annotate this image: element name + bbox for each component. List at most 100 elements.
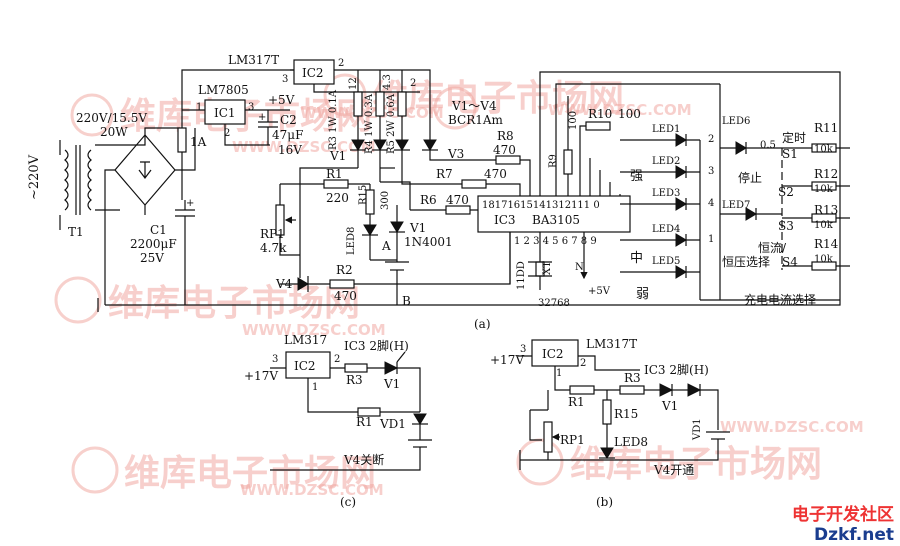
r9-resistor [563, 149, 573, 175]
stop-label: 停止 [738, 170, 762, 185]
ic2-label: IC2 [302, 66, 324, 80]
ba3105-label: BA3105 [532, 213, 580, 227]
transformer-primary [64, 149, 69, 211]
r13-label: R13 [814, 203, 838, 217]
b-v1-thyristor [659, 383, 674, 397]
diagram-c: LM317 IC2 3 2 1 +17V R3 R1 IC3 2脚(H) V1 … [244, 333, 432, 509]
b-led8-diode [600, 447, 614, 459]
v1-label: V1 [329, 149, 346, 163]
svg-text:维库电子市场网: 维库电子市场网 [108, 283, 360, 324]
transformer-label: T1 [68, 225, 84, 239]
c-r1-label: R1 [356, 415, 373, 429]
v2-thyristor [373, 139, 387, 151]
watermark-2: 维库电子市场网 WWW.DZSC.COM [300, 73, 624, 122]
watermark-4: 维库电子市场网 WWW.DZSC.COM [54, 276, 386, 339]
middle-label: 中 [630, 251, 643, 266]
b-vd1-diode [687, 383, 702, 397]
c2-label: C2 [280, 113, 297, 127]
transformer-secondary [87, 149, 92, 211]
svg-text:0.5: 0.5 [760, 140, 776, 151]
led6-diode [735, 141, 747, 155]
freq-label: 32768 [538, 298, 570, 309]
node-a-label: A [381, 239, 391, 253]
watermark-group: 维库电子市场网 WWW.DZSC.COM 维库电子市场网 WWW.DZSC.CO… [54, 73, 864, 499]
b-plus17-label: +17V [490, 353, 524, 367]
led3-label: LED3 [652, 188, 680, 199]
r8-resistor [495, 155, 521, 165]
r8-value: 470 [493, 143, 516, 157]
r1-resistor [323, 179, 349, 189]
r10-value: 100 [618, 107, 641, 121]
v3-thyristor [423, 139, 437, 151]
weak-label: 弱 [636, 287, 649, 302]
s1-label: S1 [782, 147, 798, 161]
strong-label: 强 [630, 169, 643, 184]
v1v4-label: V1～V4 [451, 99, 497, 113]
watermark-5: 维库电子市场网 WWW.DZSC.COM [71, 446, 384, 499]
r4-value: 4.3 [382, 74, 393, 90]
c1-voltage: 25V [140, 251, 164, 265]
watermark-3: WWW.DZSC.COM [433, 86, 692, 130]
c-v4off-label: V4关断 [343, 452, 384, 467]
led2-label: LED2 [652, 156, 680, 167]
svg-text:1: 1 [708, 234, 714, 245]
b-vd1-label: VD1 [692, 418, 703, 441]
r6-value: 470 [446, 193, 469, 207]
c1-label: C1 [150, 223, 167, 237]
plus5v-label: +5V [268, 93, 295, 107]
r7-label: R7 [436, 167, 453, 181]
led6-label: LED6 [722, 116, 750, 127]
b-r3-resistor [619, 385, 645, 395]
timer-label: 定时 [782, 130, 806, 145]
b-r1-label: R1 [568, 395, 585, 409]
b-r1-resistor [569, 385, 595, 395]
diagram-b: IC2 LM317T +17V 3 2 1 R1 R3 IC3 2脚(H) V1… [490, 337, 730, 509]
svg-text:10k: 10k [814, 144, 834, 155]
v3-thyristor-a [395, 139, 409, 151]
svg-text:+: + [258, 112, 266, 123]
brand-logo[interactable]: 电子开发社区 Dzkf.net [792, 504, 894, 545]
led3-diode [675, 197, 687, 211]
switch-bank: 定时 停止 恒流/ 恒压选择 S1 S2 S3 S4 R11 10k R12 1… [700, 121, 850, 307]
fuse-label: 1A [190, 135, 207, 149]
ic1-label: IC1 [214, 106, 236, 120]
svg-text:1: 1 [312, 382, 318, 393]
r3-resistor [353, 91, 363, 117]
svg-text:WWW.DZSC.COM: WWW.DZSC.COM [242, 321, 386, 339]
led1-label: LED1 [652, 124, 680, 135]
r2-label: R2 [336, 263, 353, 277]
plus5v-b-label: +5V [588, 286, 611, 297]
b-v4on-label: V4开通 [653, 463, 694, 477]
lm7805-label: LM7805 [198, 83, 249, 97]
b-r15-label: R15 [614, 407, 638, 421]
diode-label: 1N4001 [404, 235, 453, 249]
led2-diode [675, 165, 687, 179]
r6-label: R6 [420, 193, 437, 207]
c2-value: 47μF [272, 128, 303, 142]
svg-text:4: 4 [708, 198, 714, 209]
r5-label: R5 2W 0.6A [386, 93, 397, 154]
fuse-1a [177, 127, 187, 153]
c-ic3pin-label: IC3 2脚(H) [344, 338, 409, 353]
svg-text:1: 1 [196, 102, 202, 113]
b-ic2-label: IC2 [542, 347, 564, 361]
r15-value: 300 [380, 191, 391, 210]
svg-text:维库电子市场网: 维库电子市场网 [124, 453, 376, 494]
s3-label: S3 [778, 219, 794, 233]
s2-label: S2 [778, 185, 794, 199]
r11-label: R11 [814, 121, 838, 135]
r4-label: R4 1W 0.3A [364, 93, 375, 154]
mode2-label: 恒压选择 [722, 255, 770, 269]
caption-b: (b) [596, 495, 613, 509]
ic3-label: IC3 [494, 213, 516, 227]
r1-label: R1 [326, 167, 343, 181]
led4-label: LED4 [652, 224, 680, 235]
svg-text:2: 2 [338, 58, 344, 69]
svg-text:10k: 10k [814, 184, 834, 195]
c-vd1-label: VD1 [379, 417, 406, 431]
ic3-pins-bottom: 1 2 3 4 5 6 7 8 9 [514, 236, 597, 247]
c-v1-label: V1 [383, 377, 400, 391]
svg-text:WWW.DZSC.COM: WWW.DZSC.COM [720, 418, 864, 436]
r2-value: 470 [334, 289, 357, 303]
